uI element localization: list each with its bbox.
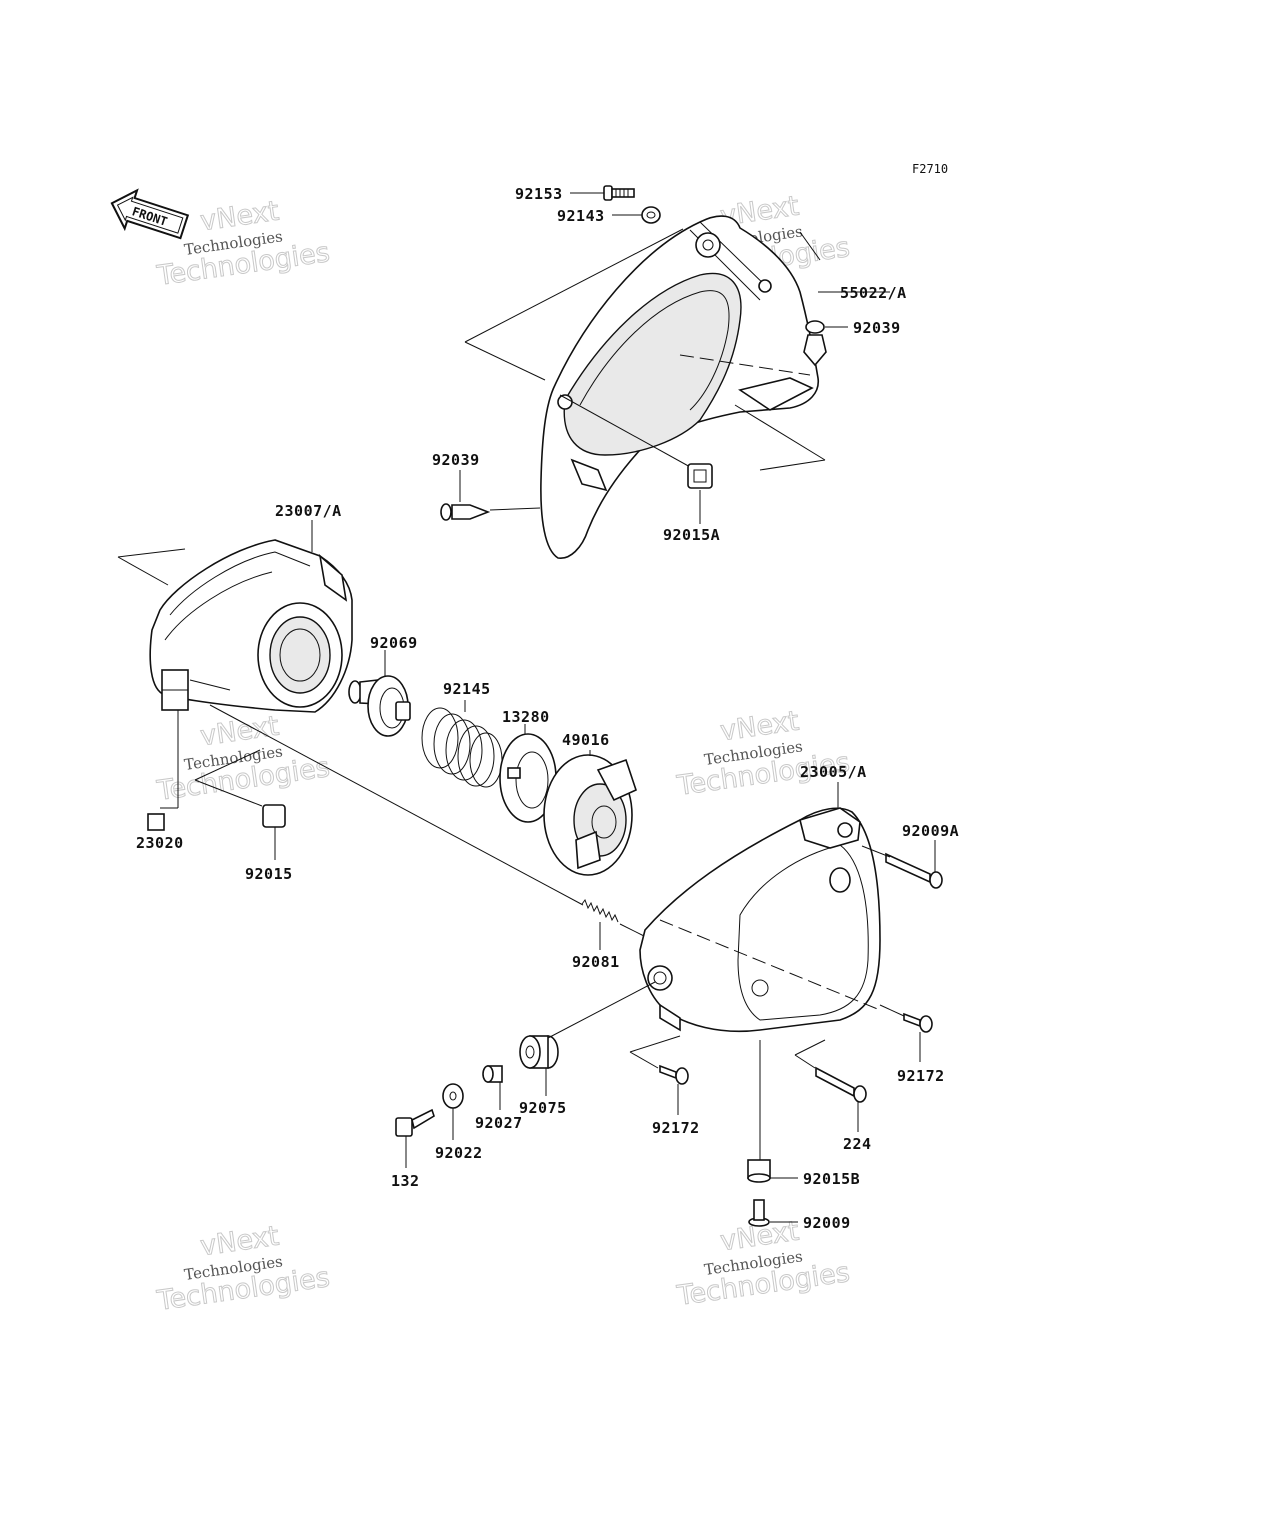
screw-92172-mid-part (659, 1064, 689, 1085)
headlight-unit-part (149, 539, 353, 713)
label-92145: 92145 (443, 680, 491, 698)
bolt-92009-part (748, 1199, 770, 1227)
label-92069: 92069 (370, 634, 418, 652)
label-92009A: 92009A (902, 822, 959, 840)
bulb-92069-part (348, 675, 411, 737)
spring-92145-part (421, 707, 503, 788)
label-92081: 92081 (572, 953, 620, 971)
label-92153: 92153 (515, 185, 563, 203)
screw-92009A-part (885, 852, 943, 889)
label-92015A: 92015A (663, 526, 720, 544)
spring-92081-part (581, 898, 619, 923)
screw-92153-part (603, 185, 635, 201)
label-92015B: 92015B (803, 1170, 860, 1188)
upper-reference-lines (464, 228, 826, 511)
label-92039-top: 92039 (853, 319, 901, 337)
label-13280: 13280 (502, 708, 550, 726)
label-23007A: 23007/A (275, 502, 342, 520)
collar-92027-part (482, 1065, 503, 1083)
clip-92039-left-part (440, 503, 491, 521)
label-49016: 49016 (562, 731, 610, 749)
label-92172-right: 92172 (897, 1067, 945, 1085)
leader-lines (117, 192, 936, 1223)
ring-13280-part (499, 733, 557, 823)
label-23005A: 23005/A (800, 763, 867, 781)
washer-92143-part (641, 206, 661, 224)
grommet-92075-part (519, 1035, 559, 1069)
label-92075: 92075 (519, 1099, 567, 1117)
label-92022: 92022 (435, 1144, 483, 1162)
label-92015: 92015 (245, 865, 293, 883)
nut-92015A-part (687, 463, 713, 489)
headlight-housing-part (639, 807, 881, 1033)
clip-92039-right-part (803, 320, 827, 367)
label-92172-mid: 92172 (652, 1119, 700, 1137)
label-23020: 23020 (136, 834, 184, 852)
front-direction-arrow-icon: FRONT (110, 188, 190, 240)
watermark-mid-right: vNext Technologies Technologies (674, 705, 852, 802)
watermark-bottom-left: vNext Technologies Technologies (154, 1220, 332, 1317)
label-132: 132 (391, 1172, 420, 1190)
watermark-top-left: vNext Technologies Technologies (154, 195, 332, 292)
upper-cover-part (540, 215, 819, 559)
bolt-132-part (395, 1108, 435, 1137)
label-92027: 92027 (475, 1114, 523, 1132)
figure-code: F2710 (912, 162, 948, 176)
label-92009: 92009 (803, 1214, 851, 1232)
washer-92022-part (442, 1083, 464, 1109)
label-55022A: 55022/A (840, 284, 907, 302)
nut-92015-part (262, 804, 286, 828)
label-224: 224 (843, 1135, 872, 1153)
cap-49016-part (543, 754, 637, 876)
screw-92172-right-part (903, 1012, 933, 1033)
label-92143: 92143 (557, 207, 605, 225)
screw-224-part (815, 1066, 867, 1103)
label-92039-left: 92039 (432, 451, 480, 469)
block-23020-part (147, 813, 165, 831)
collar-92015B-part (747, 1159, 771, 1183)
